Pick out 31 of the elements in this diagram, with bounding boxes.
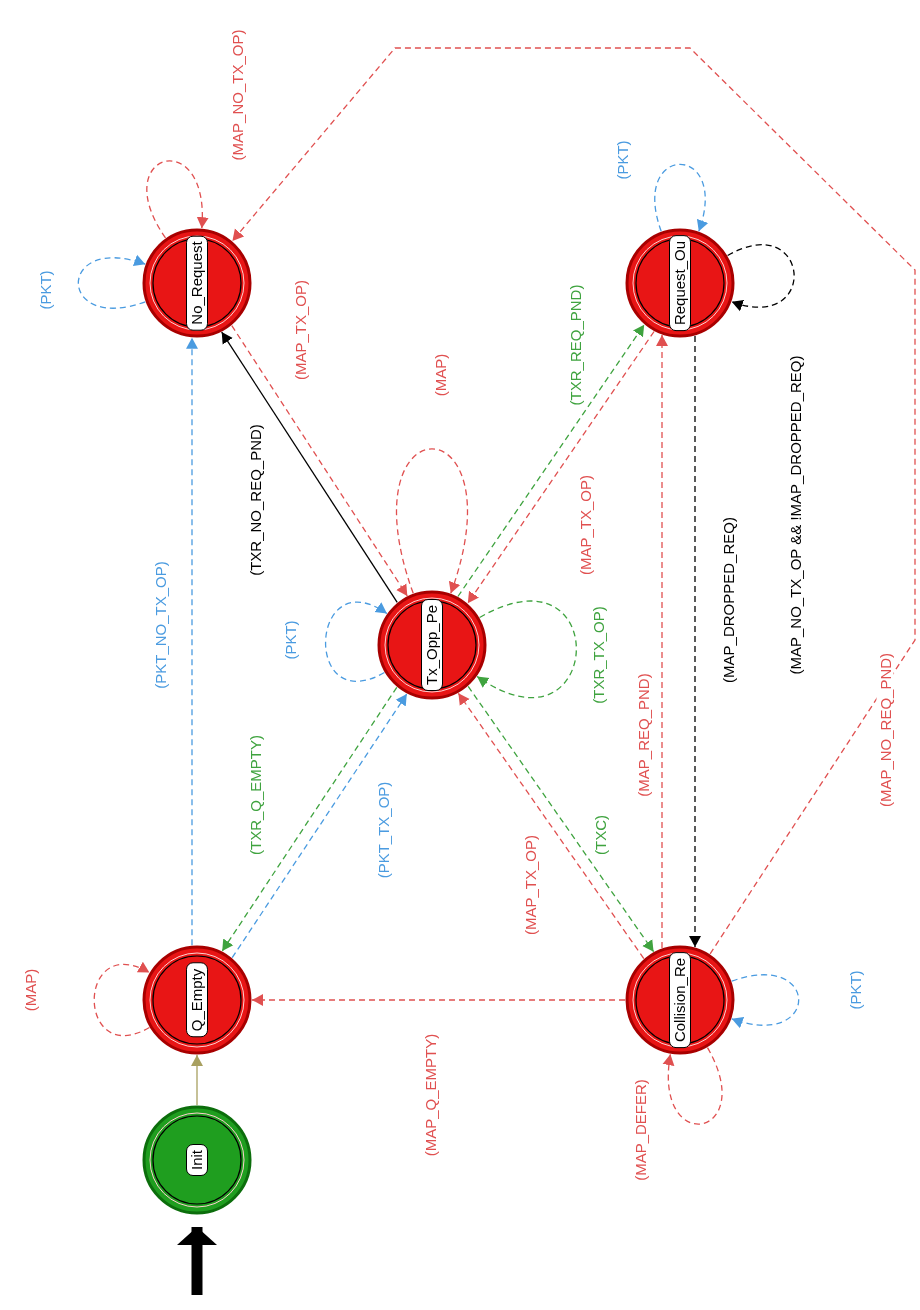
transition-arrow (191, 1054, 203, 1106)
self-loop-arrow (654, 163, 708, 232)
transition-arrow (221, 686, 398, 952)
state-circle (625, 945, 735, 1055)
self-loop-arrow (731, 974, 800, 1028)
transition-arrow (186, 337, 198, 946)
state-name: Collision_Re (669, 951, 691, 1049)
self-loop-arrow (77, 255, 146, 309)
state-name: Q_Empty (186, 962, 208, 1038)
transition-arrow (656, 334, 668, 949)
state-circle (142, 945, 252, 1055)
transition-arrow (689, 335, 701, 948)
self-loop-arrow (663, 1046, 723, 1125)
state-circle (142, 1105, 252, 1215)
transition-arrow (251, 994, 626, 1006)
state-name: Request_Ou (669, 234, 691, 332)
start-arrow (177, 1227, 217, 1295)
self-loop-arrow (93, 962, 151, 1036)
state-circle (142, 228, 252, 338)
self-loop-arrow (395, 448, 469, 594)
self-loop-arrow (476, 600, 577, 699)
state-name: Tx_Opp_Pe (421, 599, 443, 691)
state-circle (625, 228, 735, 338)
state-circle (377, 590, 487, 700)
state-name: No_Request (186, 235, 208, 331)
self-loop-arrow (146, 160, 208, 239)
transition-arrow (231, 47, 916, 955)
edge-label: (MAP_NO_REQ_PND) (876, 651, 894, 809)
self-loop-arrow (324, 601, 388, 682)
transition-arrow (231, 693, 408, 959)
self-loop-arrow (726, 244, 795, 311)
